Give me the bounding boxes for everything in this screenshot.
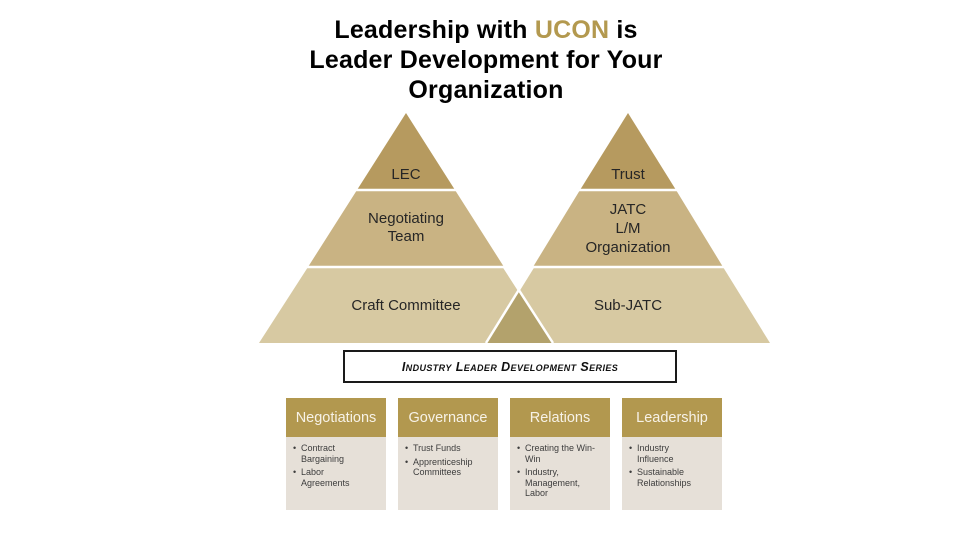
series-banner-label: Industry Leader Development Series [401, 359, 619, 374]
left-tier-bottom-label: Craft Committee [316, 297, 496, 315]
right-pyramid-tier-top [580, 113, 676, 190]
right-pyramid-tier-middle [533, 190, 723, 267]
info-box-title: Relations [510, 398, 610, 437]
info-boxes-row: Negotiations Contract BargainingLabor Ag… [286, 398, 734, 510]
right-tier-middle-label: JATC L/M Organization [558, 200, 698, 257]
bullet-list: Industry InfluenceSustainable Relationsh… [628, 443, 708, 488]
info-box-leadership: Leadership Industry InfluenceSustainable… [622, 398, 722, 510]
label-line: L/M [615, 220, 641, 237]
info-box-governance: Governance Trust FundsApprenticeship Com… [398, 398, 498, 510]
info-box-negotiations: Negotiations Contract BargainingLabor Ag… [286, 398, 386, 510]
title-text-post: is [609, 16, 638, 44]
info-box-body: Creating the Win-WinIndustry, Management… [510, 437, 610, 510]
right-tier-bottom-label: Sub-JATC [568, 297, 688, 315]
pyramids-overlap-triangle [486, 290, 553, 343]
left-pyramid-tier-middle [308, 190, 504, 267]
label-line: LEC [391, 166, 421, 183]
right-pyramid-tier-bottom [486, 267, 770, 343]
info-box-body: Trust FundsApprenticeship Committees [398, 437, 498, 510]
bullet-item: Sustainable Relationships [628, 467, 708, 488]
right-pyramid-left-edge-line [484, 266, 535, 344]
left-pyramid-tier-bottom [259, 267, 553, 343]
info-box-body: Industry InfluenceSustainable Relationsh… [622, 437, 722, 510]
left-tier-top-label: LEC [346, 166, 466, 184]
title-line-3: Organization [408, 76, 564, 104]
info-box-body: Contract BargainingLabor Agreements [286, 437, 386, 510]
right-tier-top-label: Trust [568, 166, 688, 184]
bullet-list: Creating the Win-WinIndustry, Management… [516, 443, 596, 499]
label-line: Organization [585, 239, 671, 256]
bullet-item: Creating the Win-Win [516, 443, 596, 464]
label-line: Trust [611, 166, 645, 183]
bullet-item: Contract Bargaining [292, 443, 372, 464]
label-line: Team [387, 228, 425, 245]
left-pyramid-tier-top [357, 113, 455, 190]
label-line: Negotiating [368, 210, 444, 227]
left-pyramid-right-edge-line [502, 266, 555, 344]
bullet-item: Industry Influence [628, 443, 708, 464]
label-line: JATC [609, 201, 647, 218]
label-line: Craft Committee [351, 297, 461, 314]
bullet-item: Labor Agreements [292, 467, 372, 488]
info-box-title: Negotiations [286, 398, 386, 437]
title-line-1: Leadership with UCON is [250, 15, 722, 45]
title-highlight-ucon: UCON [534, 16, 610, 44]
bullet-list: Trust FundsApprenticeship Committees [404, 443, 484, 478]
bullet-item: Industry, Management, Labor [516, 467, 596, 499]
bullet-list: Contract BargainingLabor Agreements [292, 443, 372, 488]
info-box-title: Leadership [622, 398, 722, 437]
bullet-item: Trust Funds [404, 443, 484, 454]
title-text-pre: Leadership with [334, 16, 535, 44]
info-box-title: Governance [398, 398, 498, 437]
page-title: Leadership with UCON is Leader Developme… [250, 15, 722, 105]
label-line: Sub-JATC [593, 297, 663, 314]
series-banner: Industry Leader Development Series [343, 350, 677, 383]
title-line-2: Leader Development for Your [309, 46, 663, 74]
bullet-item: Apprenticeship Committees [404, 457, 484, 478]
info-box-relations: Relations Creating the Win-WinIndustry, … [510, 398, 610, 510]
